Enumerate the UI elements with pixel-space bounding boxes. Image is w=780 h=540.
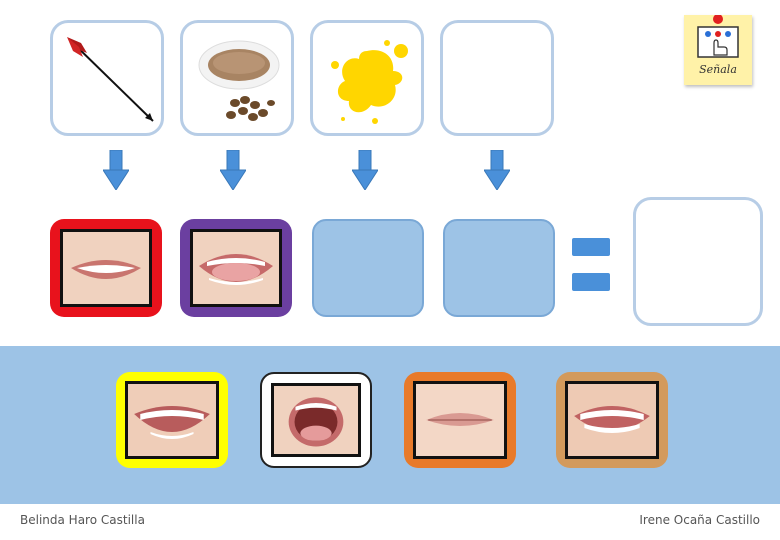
teeth-mouth-icon xyxy=(565,381,659,459)
equals-icon xyxy=(572,238,610,256)
down-arrow-icon xyxy=(103,150,129,190)
closed-lips-icon xyxy=(413,381,507,459)
equals-icon xyxy=(572,273,610,291)
answer-slot[interactable] xyxy=(312,219,424,317)
card-empty[interactable] xyxy=(440,20,554,136)
smile-mouth-icon xyxy=(60,229,152,307)
option-card-teeth[interactable] xyxy=(556,372,668,468)
down-arrow-icon xyxy=(484,150,510,190)
mouth-card-tongue xyxy=(180,219,292,317)
card-lentils xyxy=(180,20,294,136)
senala-note: Señala xyxy=(684,15,752,85)
option-card-wide-smile[interactable] xyxy=(116,372,228,468)
option-card-closed-lips[interactable] xyxy=(404,372,516,468)
option-card-open-mouth[interactable] xyxy=(260,372,372,468)
down-arrow-icon xyxy=(220,150,246,190)
yellow-splash-icon xyxy=(331,40,408,124)
footer-left-author: Belinda Haro Castilla xyxy=(20,513,145,527)
result-card[interactable] xyxy=(633,197,763,326)
card-yellow-splash xyxy=(310,20,424,136)
note-label: Señala xyxy=(699,63,737,76)
tongue-mouth-icon xyxy=(190,229,282,307)
pointing-hand-icon xyxy=(697,15,739,58)
wide-smile-mouth-icon xyxy=(125,381,219,459)
arrow-icon xyxy=(67,37,154,122)
open-mouth-icon xyxy=(271,383,361,457)
footer-right-author: Irene Ocaña Castillo xyxy=(639,513,760,527)
down-arrow-icon xyxy=(352,150,378,190)
answer-slot[interactable] xyxy=(443,219,555,317)
mouth-card-smile xyxy=(50,219,162,317)
card-arrow xyxy=(50,20,164,136)
lentils-icon xyxy=(198,40,280,121)
